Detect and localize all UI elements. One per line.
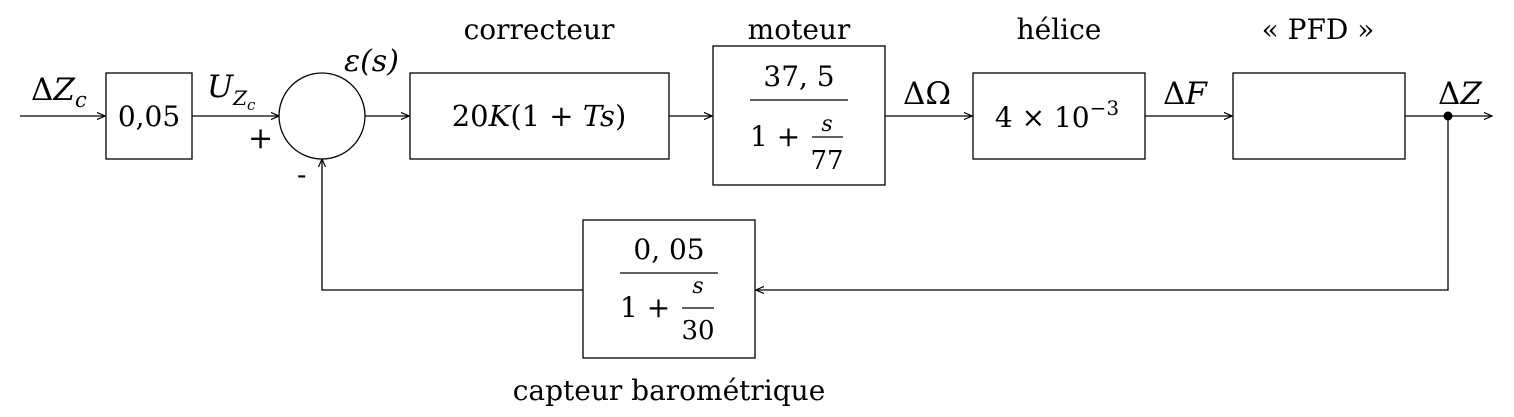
uzc-signal-label: UZc xyxy=(207,69,256,114)
helice-title: hélice xyxy=(1017,13,1102,46)
moteur-block xyxy=(712,45,886,186)
correcteur-transfer-function: 20K(1 + Ts) xyxy=(452,99,627,133)
helice-gain: 4 × 10−3 xyxy=(995,96,1119,134)
capteur-den-s: s xyxy=(692,274,703,299)
minus-sign: - xyxy=(297,158,306,191)
delta-f-label: ΔF xyxy=(1163,76,1208,112)
moteur-den-value: 77 xyxy=(810,146,843,176)
moteur-title: moteur xyxy=(748,13,851,46)
helice-block xyxy=(972,72,1146,160)
input-signal-label: ΔZc xyxy=(31,72,87,112)
delta-omega-label: ΔΩ xyxy=(903,76,951,112)
plus-sign: + xyxy=(248,121,273,156)
epsilon-signal-label: ε(s) xyxy=(344,44,399,79)
feedback-line-left xyxy=(322,159,583,291)
pfd-block xyxy=(1232,72,1406,160)
correcteur-block xyxy=(409,72,670,160)
correcteur-title: correcteur xyxy=(464,13,615,46)
moteur-den-prefix: 1 + xyxy=(750,120,800,153)
capteur-numerator: 0, 05 xyxy=(633,233,704,266)
delta-z-label: ΔZ xyxy=(1438,76,1482,112)
capteur-block xyxy=(582,219,756,359)
moteur-numerator: 37, 5 xyxy=(763,60,834,93)
moteur-den-s: s xyxy=(821,112,832,137)
capteur-den-value: 30 xyxy=(681,316,714,346)
summing-junction xyxy=(278,72,366,160)
pfd-title: « PFD » xyxy=(1262,13,1375,46)
feedback-line-right xyxy=(756,116,1449,290)
capteur-den-prefix: 1 + xyxy=(620,291,670,324)
gain-value: 0,05 xyxy=(118,100,180,133)
gain-block xyxy=(105,72,193,160)
capteur-title: capteur barométrique xyxy=(513,374,826,407)
